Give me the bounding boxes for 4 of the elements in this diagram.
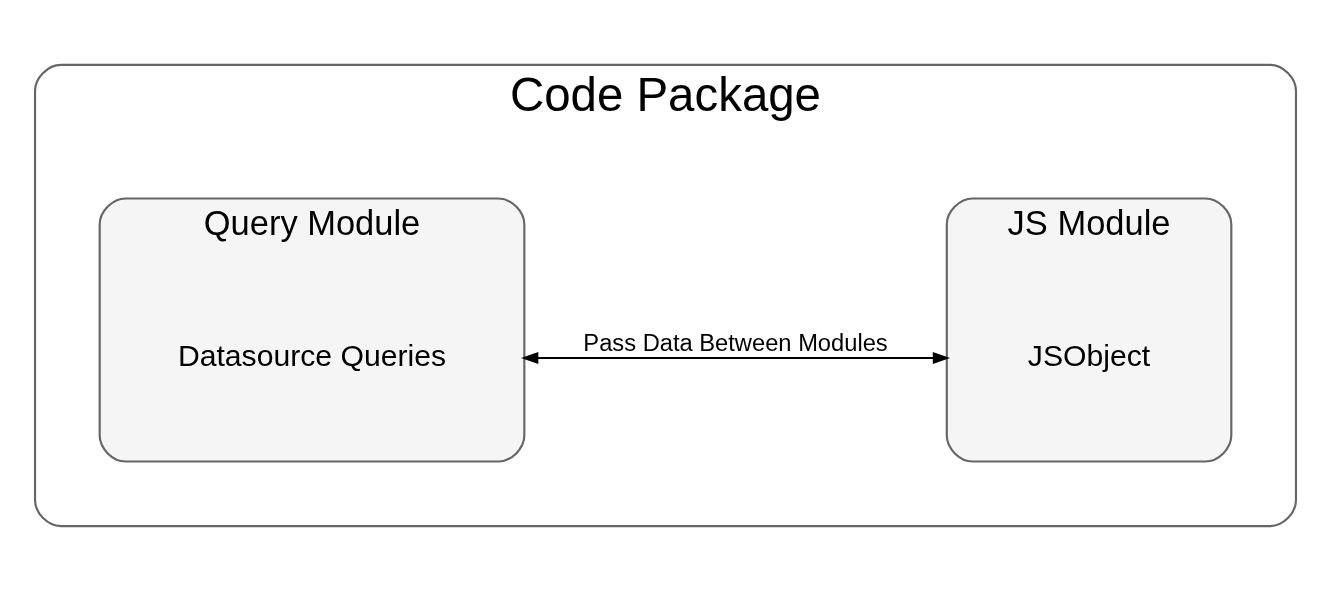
node-text: Datasource Queries	[177, 338, 447, 372]
arrow	[521, 351, 951, 365]
node-text: JSObject	[1027, 338, 1151, 372]
edge-label: Pass Data Between Modules	[583, 330, 888, 357]
